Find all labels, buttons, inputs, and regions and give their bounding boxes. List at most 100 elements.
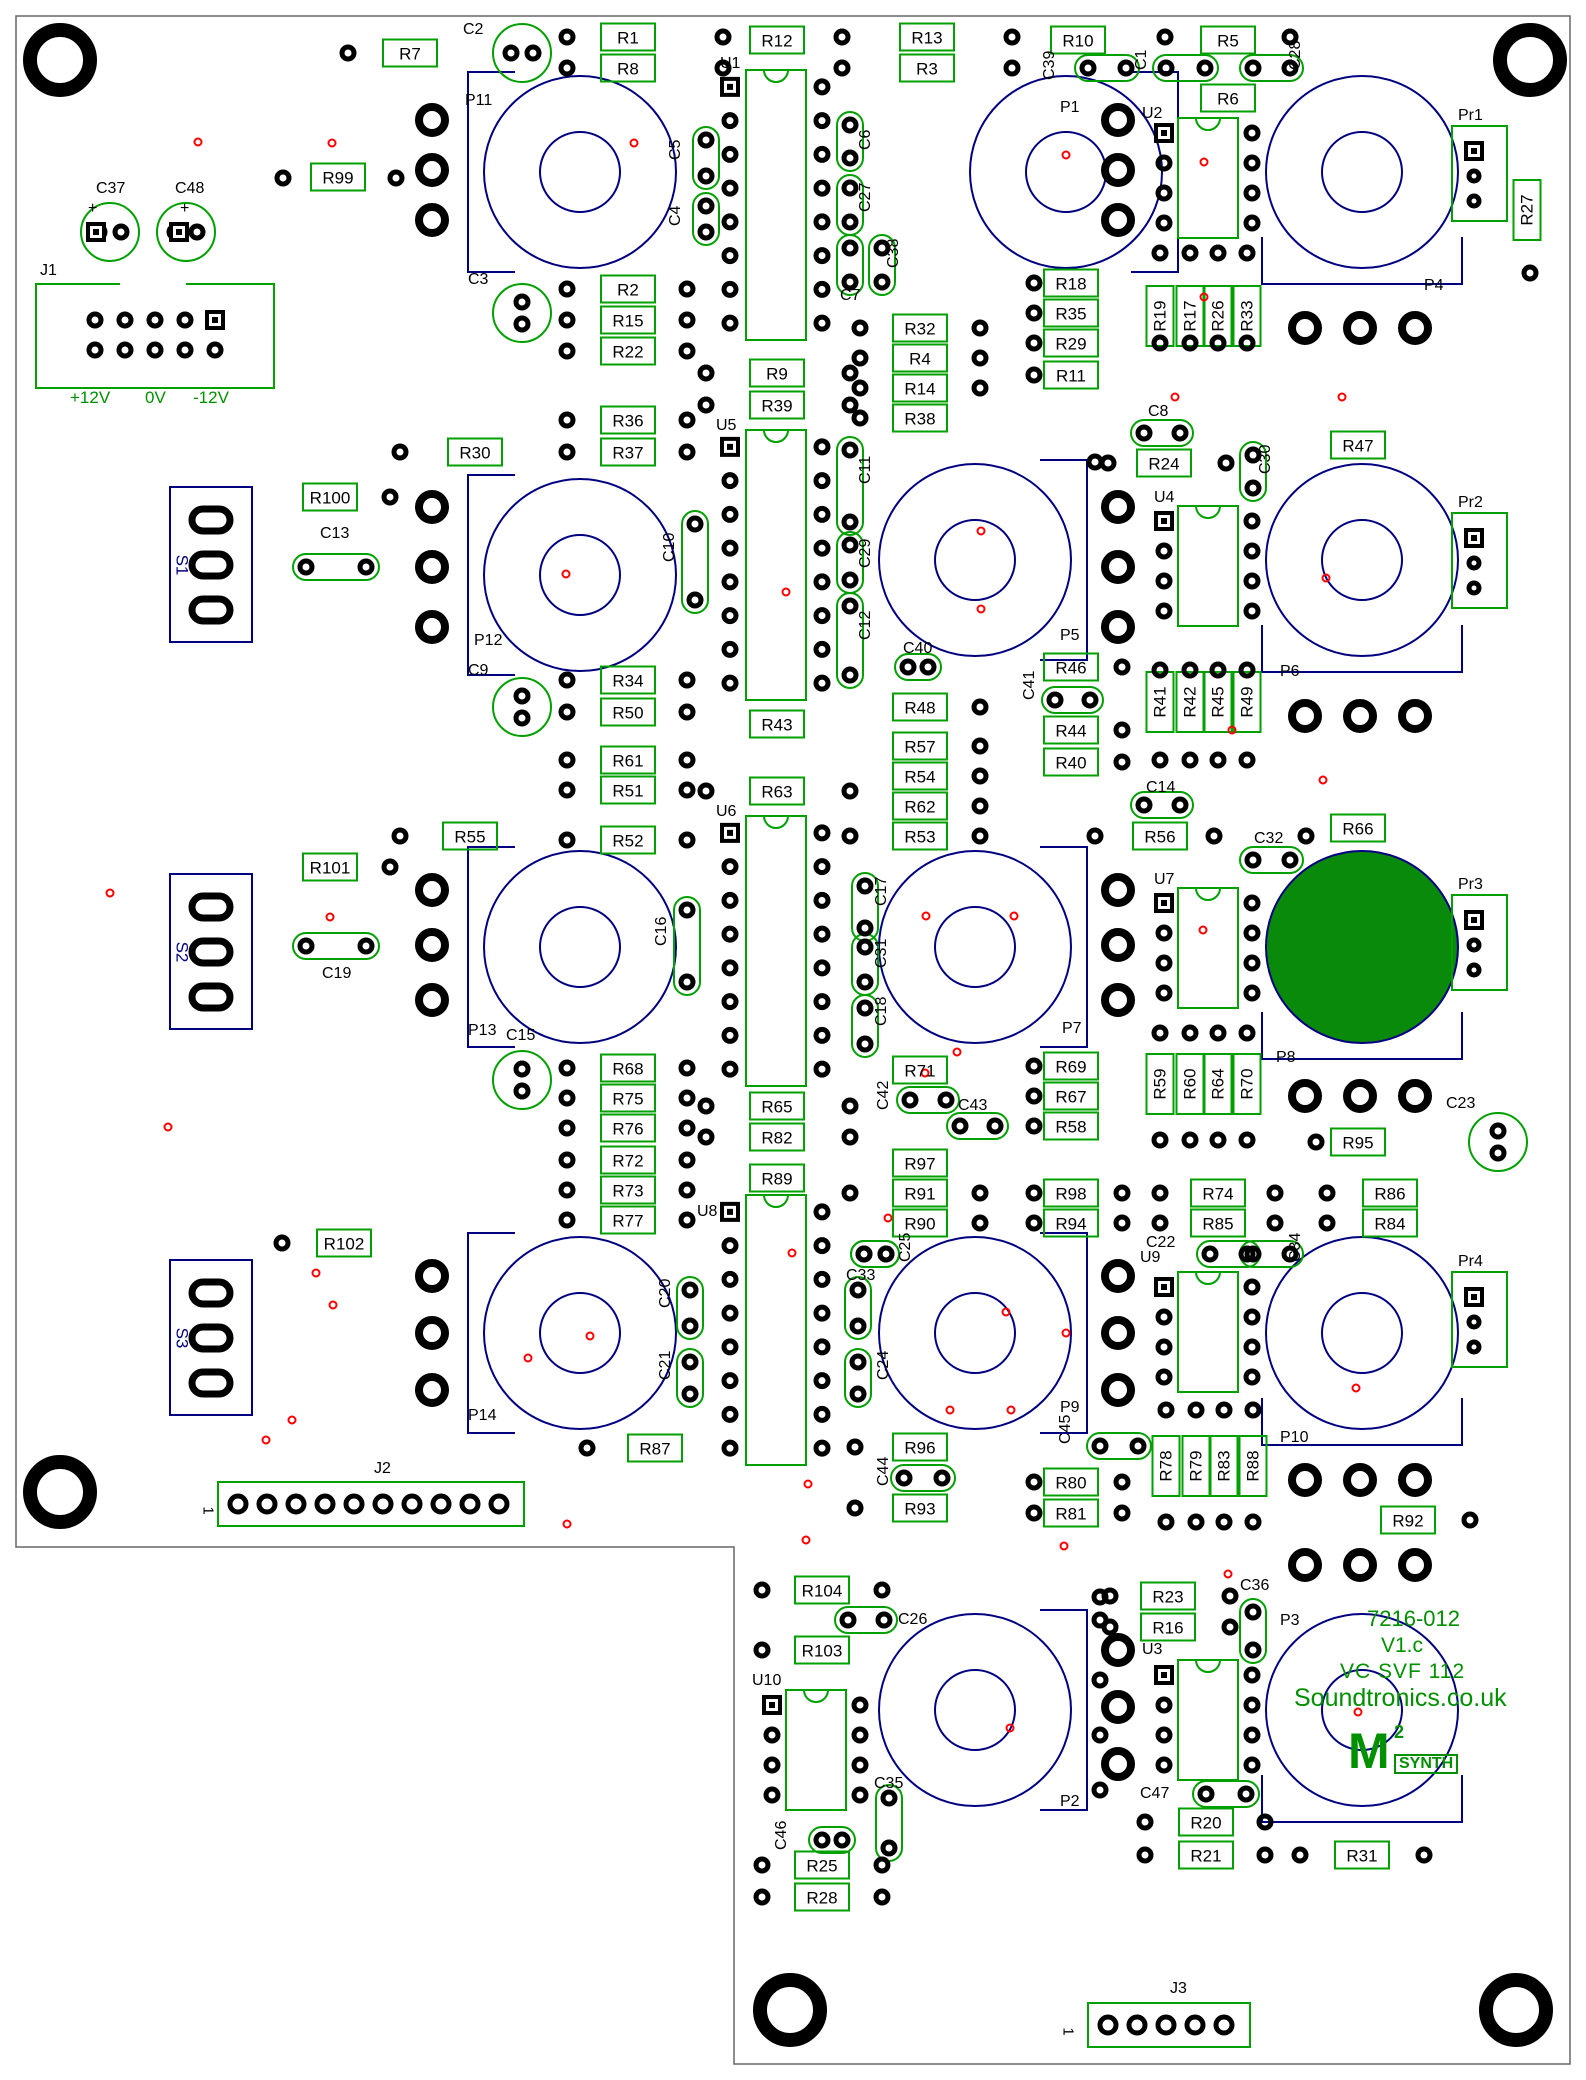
pot-shaft <box>1025 131 1107 213</box>
solder-pad <box>813 539 831 557</box>
resistor-r25 <box>794 1850 850 1880</box>
solder-pad <box>813 145 831 163</box>
solder-pad <box>1091 1671 1109 1689</box>
solder-pad <box>502 44 520 62</box>
solder-pad <box>971 698 989 716</box>
pot-pad <box>1101 610 1135 644</box>
solder-pad <box>558 59 576 77</box>
solder-pad <box>937 1091 955 1109</box>
capacitor-c20 <box>676 1276 704 1340</box>
solder-pad <box>813 640 831 658</box>
resistor-r62 <box>892 791 948 821</box>
red-marker <box>562 1519 572 1529</box>
resistor-label-r14: R14 <box>904 380 935 399</box>
resistor-r46 <box>1043 652 1099 682</box>
solder-pad <box>851 409 869 427</box>
resistor-r33 <box>1232 285 1262 347</box>
resistor-r92 <box>1380 1505 1436 1535</box>
resistor-label-r24: R24 <box>1148 455 1179 474</box>
solder-pad <box>558 1151 576 1169</box>
solder-pad <box>1157 59 1175 77</box>
solder-pad <box>813 1372 831 1390</box>
resistor-r80 <box>1043 1467 1099 1497</box>
resistor-label-r83: R83 <box>1215 1450 1234 1481</box>
red-marker <box>883 1213 893 1223</box>
resistor-label-r51: R51 <box>612 782 643 801</box>
solder-pad <box>971 827 989 845</box>
square-pad-hole <box>1161 1672 1167 1678</box>
resistor-label-r38: R38 <box>904 410 935 429</box>
resistor-label-r96: R96 <box>904 1439 935 1458</box>
solder-pad <box>146 311 164 329</box>
solder-pad <box>919 658 937 676</box>
solder-pad <box>841 273 859 291</box>
solder-pad <box>813 674 831 692</box>
solder-pad <box>1129 1437 1147 1455</box>
solder-pad <box>1113 721 1131 739</box>
solder-pad <box>721 1439 739 1457</box>
solder-pad <box>1151 1184 1169 1202</box>
solder-pad <box>1466 193 1482 209</box>
resistor-label-r66: R66 <box>1342 820 1373 839</box>
capacitor-c47 <box>1192 1780 1260 1808</box>
solder-pad <box>558 1211 576 1229</box>
resistor-r16 <box>1140 1612 1196 1642</box>
pot-pad <box>1288 311 1322 345</box>
solder-pad <box>971 797 989 815</box>
solder-pad <box>875 1611 893 1629</box>
square-pad-hole <box>176 229 182 235</box>
resistor-r31 <box>1334 1840 1390 1870</box>
pot-bracket <box>467 1232 515 1434</box>
solder-pad <box>188 223 206 241</box>
solder-pad <box>1099 454 1117 472</box>
resistor-r53 <box>892 821 948 851</box>
resistor-r67 <box>1043 1081 1099 1111</box>
mounting-hole <box>753 1973 827 2047</box>
solder-pad <box>1466 962 1482 978</box>
resistor-label-r52: R52 <box>612 832 643 851</box>
solder-pad <box>813 438 831 456</box>
capacitor-label-c20: C20 <box>657 1279 674 1308</box>
solder-pad <box>1046 691 1064 709</box>
solder-pad <box>813 472 831 490</box>
solder-pad <box>813 925 831 943</box>
resistor-r54 <box>892 761 948 791</box>
capacitor-label-c31: C31 <box>873 939 890 968</box>
square-pad-hole <box>1471 917 1477 923</box>
switch-pad <box>188 1323 234 1353</box>
solder-pad <box>681 1281 699 1299</box>
switch-s3 <box>169 1259 253 1416</box>
resistor-label-r29: R29 <box>1055 335 1086 354</box>
mounting-hole <box>1479 1973 1553 2047</box>
solder-pad <box>697 197 715 215</box>
solder-pad <box>899 658 917 676</box>
solder-pad <box>1466 580 1482 596</box>
capacitor-c39 <box>1074 54 1140 82</box>
solder-pad <box>851 1756 869 1774</box>
pot-label-p4: P4 <box>1424 277 1444 294</box>
solder-pad <box>851 1726 869 1744</box>
ic-u9 <box>1177 1271 1239 1393</box>
resistor-r19 <box>1145 285 1175 347</box>
switch-s1 <box>169 486 253 643</box>
solder-pad <box>841 364 859 382</box>
solder-pad <box>678 311 696 329</box>
solder-pad <box>558 781 576 799</box>
solder-pad <box>813 1026 831 1044</box>
solder-pad <box>813 1237 831 1255</box>
solder-pad <box>721 145 739 163</box>
red-marker <box>787 1248 797 1258</box>
resistor-r18 <box>1043 268 1099 298</box>
resistor-label-r26: R26 <box>1209 300 1228 331</box>
resistor-r86 <box>1362 1178 1418 1208</box>
resistor-label-r94: R94 <box>1055 1215 1086 1234</box>
solder-pad <box>1187 1513 1205 1531</box>
solder-pad <box>1155 984 1173 1002</box>
solder-pad <box>1155 542 1173 560</box>
solder-pad <box>971 349 989 367</box>
solder-pad <box>513 687 531 705</box>
pot-pad <box>415 203 449 237</box>
solder-pad <box>1209 751 1227 769</box>
solder-pad <box>1136 1846 1154 1864</box>
trimmer-pr2 <box>1451 512 1508 609</box>
